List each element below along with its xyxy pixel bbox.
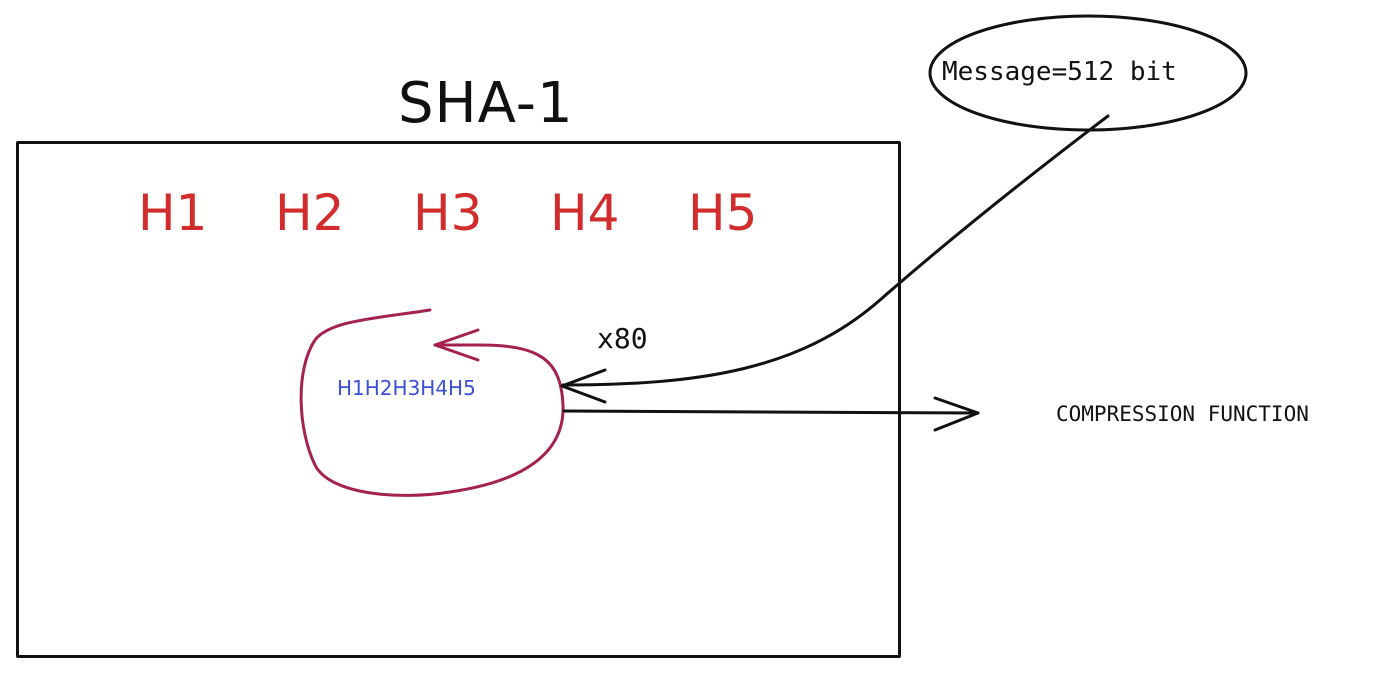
register-h1: H1 (138, 184, 208, 242)
sha1-box (16, 141, 901, 658)
register-h3: H3 (413, 184, 483, 242)
compression-function-label: COMPRESSION FUNCTION (1056, 402, 1309, 426)
register-h2: H2 (275, 184, 345, 242)
register-h5: H5 (688, 184, 758, 242)
message-label: Message=512 bit (942, 57, 1177, 87)
rounds-label: x80 (597, 322, 648, 355)
diagram-title: SHA-1 (398, 71, 574, 136)
register-h4: H4 (550, 184, 620, 242)
output-arrowhead (933, 396, 980, 432)
loop-label: H1H2H3H4H5 (337, 376, 476, 400)
